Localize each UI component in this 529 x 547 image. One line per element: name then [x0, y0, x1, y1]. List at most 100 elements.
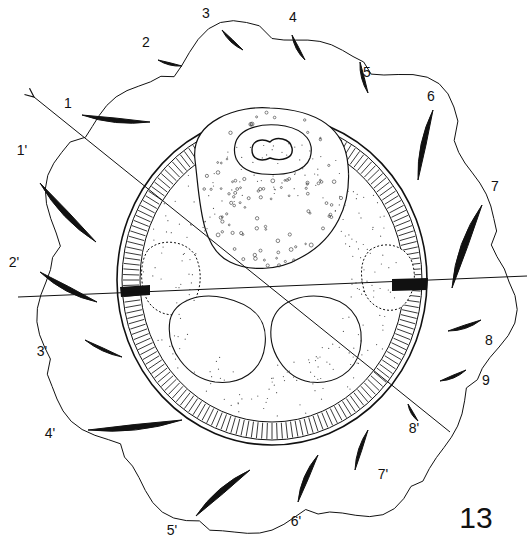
stipple-dot — [351, 279, 352, 280]
striation — [281, 423, 282, 439]
cuticle-outline — [37, 21, 517, 534]
stipple-dot — [363, 291, 364, 292]
stipple-dot — [350, 364, 351, 365]
stipple-dot — [396, 262, 397, 263]
striation — [129, 236, 144, 240]
stipple-dot — [335, 210, 336, 211]
striation — [136, 338, 151, 345]
stipple-dot — [239, 181, 240, 182]
granule — [330, 204, 333, 207]
stipple-dot — [351, 239, 352, 240]
stipple-dot — [380, 217, 381, 218]
ridge — [85, 340, 122, 357]
stipple-dot — [349, 389, 350, 390]
callout-number: 4 — [289, 10, 297, 24]
granule — [217, 162, 219, 164]
stipple-dot — [299, 404, 300, 405]
striation — [132, 329, 147, 335]
stipple-dot — [271, 378, 272, 379]
granule — [216, 233, 220, 237]
stipple-dot — [263, 145, 264, 146]
callout-number: 2 — [142, 35, 150, 49]
granule — [339, 196, 342, 199]
granule — [317, 182, 320, 185]
stipple-dot — [192, 274, 193, 275]
striation — [276, 423, 278, 439]
stipple-dot — [352, 256, 353, 257]
callout-number: 6' — [291, 514, 301, 528]
stipple-dot — [153, 229, 154, 230]
stipple-dot — [294, 174, 295, 175]
stipple-dot — [320, 156, 321, 157]
granule — [259, 196, 262, 199]
striation — [368, 379, 380, 390]
granule — [265, 111, 268, 114]
lateral-field-left — [120, 285, 150, 297]
striation — [134, 220, 149, 226]
striation — [394, 338, 409, 345]
granule — [284, 260, 286, 262]
stipple-dot — [273, 187, 274, 188]
granule — [288, 233, 291, 236]
stipple-dot — [250, 147, 251, 148]
granule — [228, 224, 230, 226]
stipple-dot — [353, 377, 354, 378]
intestine-lumen — [252, 139, 292, 160]
stipple-dot — [238, 411, 239, 412]
stipple-dot — [333, 369, 334, 370]
stipple-dot — [363, 197, 364, 198]
striation — [169, 383, 180, 395]
stipple-dot — [219, 357, 220, 358]
stipple-dot — [322, 388, 323, 389]
stipple-dot — [302, 168, 303, 169]
stipple-dot — [358, 363, 359, 364]
stipple-dot — [251, 398, 252, 399]
stipple-dot — [326, 362, 327, 363]
stipple-dot — [296, 380, 297, 381]
stipple-dot — [194, 371, 195, 372]
striation — [399, 324, 414, 329]
striation — [140, 347, 154, 355]
striation — [389, 205, 403, 213]
stipple-dot — [188, 274, 189, 275]
stipple-dot — [301, 145, 302, 146]
striation — [125, 305, 141, 308]
striation — [330, 409, 337, 423]
stipple-dot — [167, 220, 168, 221]
granule — [250, 124, 252, 126]
striation — [236, 419, 240, 435]
stipple-dot — [213, 185, 214, 186]
granule — [240, 187, 242, 189]
stipple-dot — [242, 195, 243, 196]
stipple-dot — [281, 182, 282, 183]
striation — [400, 236, 415, 240]
stipple-dot — [165, 215, 166, 216]
stipple-dot — [183, 254, 184, 255]
striation — [246, 421, 249, 437]
stipple-dot — [211, 376, 212, 377]
striation — [251, 422, 253, 438]
stipple-dot — [356, 241, 357, 242]
striation — [291, 422, 293, 438]
stipple-dot — [143, 271, 144, 272]
stipple-dot — [312, 158, 313, 159]
stipple-dot — [357, 194, 358, 195]
stipple-dot — [176, 302, 177, 303]
stipple-dot — [348, 234, 349, 235]
granule — [239, 202, 241, 204]
striation — [216, 413, 222, 428]
granule — [319, 179, 321, 181]
stipple-dot — [210, 383, 211, 384]
stipple-dot — [275, 189, 276, 190]
striation — [125, 300, 141, 302]
stipple-dot — [221, 200, 222, 201]
granule — [328, 164, 330, 166]
stipple-dot — [335, 211, 336, 212]
granule — [236, 188, 239, 191]
stipple-dot — [277, 163, 278, 164]
ridge — [196, 470, 250, 516]
stipple-dot — [155, 267, 156, 268]
ridge — [88, 420, 182, 431]
granule — [244, 207, 246, 209]
granule — [289, 248, 293, 252]
